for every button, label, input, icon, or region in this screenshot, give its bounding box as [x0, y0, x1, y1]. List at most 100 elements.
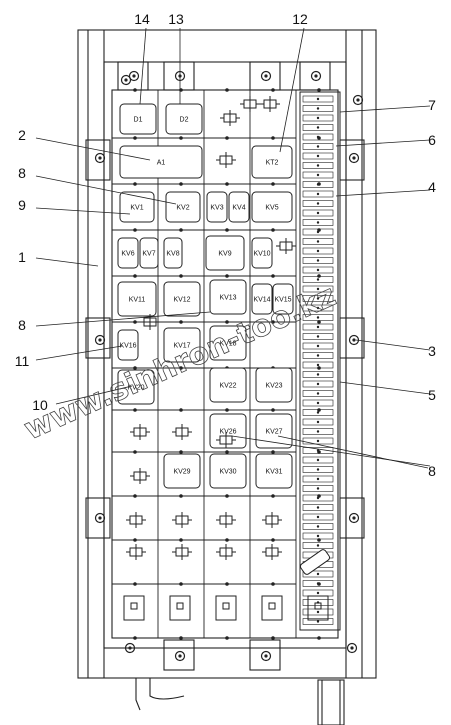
- component-label: KV7: [142, 251, 155, 258]
- component-kv4: KV4: [228, 191, 250, 223]
- mounting-hole: [348, 152, 360, 164]
- screw: [133, 582, 137, 586]
- component-kv22: KV22: [209, 367, 247, 403]
- terminal-screw: [316, 392, 320, 395]
- mounting-hole: [120, 74, 132, 86]
- screw: [271, 228, 275, 232]
- screw: [271, 450, 275, 454]
- mounting-hole: [174, 650, 186, 662]
- component-label: KV10: [253, 251, 270, 258]
- terminal-screw: [316, 164, 320, 167]
- screw: [225, 228, 229, 232]
- terminal: [302, 276, 334, 283]
- component-body: [209, 367, 247, 403]
- component-body: [228, 191, 250, 223]
- terminal: [302, 209, 334, 217]
- terminal-screw: [316, 116, 320, 120]
- callout-4: 4: [428, 179, 436, 195]
- component-kv6: KV6: [117, 237, 139, 269]
- terminal: [302, 181, 334, 188]
- terminal-screw: [316, 173, 320, 177]
- terminal-screw: [316, 297, 320, 300]
- component-kv5: KV5: [251, 191, 293, 223]
- leader-line: [277, 435, 429, 469]
- screw: [271, 582, 275, 586]
- screw: [225, 582, 229, 586]
- callout-14: 14: [134, 11, 150, 27]
- terminal-screw: [316, 582, 320, 585]
- terminal: [302, 304, 334, 312]
- terminal: [302, 447, 334, 454]
- component-body: [251, 145, 293, 179]
- callout-11: 11: [15, 353, 30, 369]
- screw: [133, 494, 137, 498]
- relay-symbol: [260, 96, 280, 112]
- terminal: [302, 580, 334, 587]
- callout-6: 6: [428, 132, 436, 148]
- leader-line: [35, 311, 211, 327]
- terminal-screw: [316, 154, 320, 158]
- terminal-screw: [316, 259, 320, 262]
- terminal-screw: [316, 373, 320, 376]
- component-d2: D2: [165, 103, 203, 135]
- relay-symbol: [130, 468, 150, 484]
- terminal: [302, 352, 334, 359]
- terminal: [302, 247, 334, 255]
- component-kv23: KV23: [255, 367, 293, 403]
- component-body: [251, 191, 293, 223]
- terminal-screw: [316, 325, 320, 329]
- terminal-screw: [316, 420, 320, 424]
- terminal-screw: [316, 544, 320, 547]
- screw: [133, 450, 137, 454]
- mounting-hole: [94, 512, 106, 524]
- component-body: [272, 283, 294, 315]
- terminal: [302, 409, 334, 416]
- component-label: KV9: [218, 251, 231, 258]
- terminal: [302, 371, 334, 378]
- screw: [179, 228, 183, 232]
- callout-3: 3: [428, 343, 436, 359]
- component-label: D2: [180, 117, 189, 124]
- leader-line: [35, 175, 177, 205]
- screw: [271, 274, 275, 278]
- component-body: [163, 453, 201, 489]
- screw: [225, 408, 229, 412]
- terminal: [302, 390, 334, 397]
- component-label: KV8: [166, 251, 179, 258]
- terminal: [302, 485, 334, 492]
- screw: [179, 320, 183, 324]
- screw: [133, 538, 137, 542]
- terminal-screw: [316, 401, 320, 405]
- relay-symbol: [126, 544, 146, 560]
- screw: [133, 366, 137, 370]
- component-kv27: KV27: [255, 413, 293, 449]
- component-kv7: KV7: [139, 237, 159, 269]
- component-label: KV2: [176, 205, 189, 212]
- socket: [261, 595, 283, 621]
- terminal-screw: [316, 430, 320, 433]
- component-body: [255, 413, 293, 449]
- leader-line: [35, 345, 123, 361]
- component-body: [206, 191, 228, 223]
- terminal: [302, 475, 334, 483]
- component-body: [209, 453, 247, 489]
- leader-lines: [35, 27, 431, 469]
- component-label: KV1: [130, 205, 143, 212]
- component-kv1: KV1: [119, 191, 155, 223]
- terminal: [302, 152, 334, 160]
- terminal-screw: [316, 411, 320, 414]
- relay-symbol: [216, 544, 236, 560]
- relay-symbol: [262, 544, 282, 560]
- socket: [123, 595, 145, 621]
- terminal-strip: [299, 91, 341, 631]
- leader-line: [339, 381, 431, 395]
- terminal: [302, 95, 334, 103]
- mounting-hole-center: [98, 156, 102, 160]
- socket-pin: [268, 602, 276, 610]
- mounting-hole-center: [178, 654, 182, 658]
- component-body: [139, 237, 159, 269]
- component-kv3: KV3: [206, 191, 228, 223]
- component-body: [209, 325, 247, 361]
- terminal: [302, 200, 334, 207]
- leader-line: [55, 385, 133, 405]
